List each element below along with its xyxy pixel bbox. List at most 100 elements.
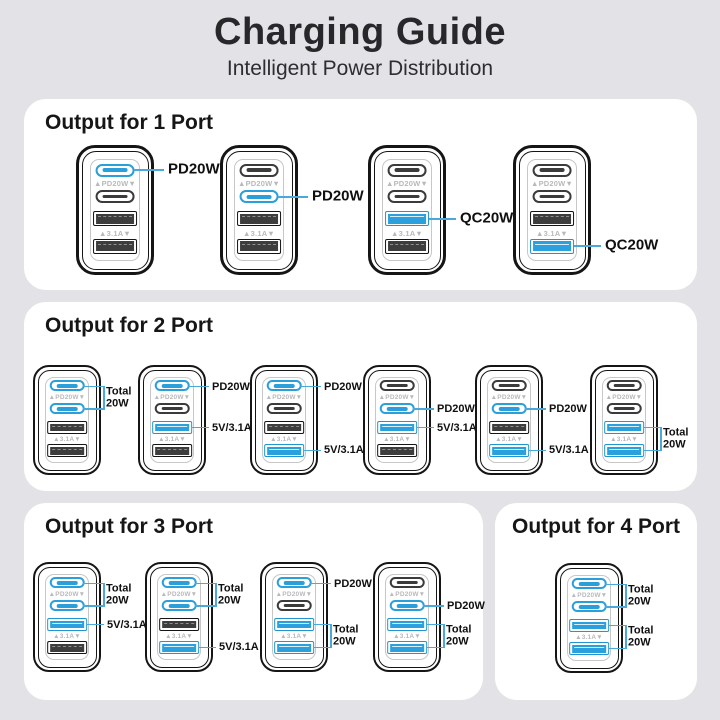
charger-row: ▲PD20W▼▲3.1A▼Total 20W▲PD20W▼▲3.1A▼PD20W… — [24, 302, 697, 491]
usb-a-port-2 — [274, 641, 314, 655]
charger-diagram: ▲PD20W▼▲3.1A▼Total 20W — [590, 365, 720, 475]
charger-inner-outline — [559, 567, 619, 669]
usb-a-port-1 — [387, 618, 427, 632]
callout-label: PD20W — [447, 599, 485, 612]
usb-c-port-1 — [276, 577, 312, 589]
callout-line — [198, 646, 216, 649]
usb-c-port-1 — [161, 577, 197, 589]
usb-c-rating-label: ▲PD20W▼ — [237, 179, 281, 188]
callout-line — [300, 385, 321, 388]
usb-a-rating-label: ▲3.1A▼ — [391, 229, 423, 239]
usb-a-connector — [276, 620, 312, 629]
callout-line — [413, 408, 434, 410]
charger-diagram: ▲PD20W▼▲3.1A▼PD20W — [76, 145, 220, 275]
usb-c-rating-label: ▲PD20W▼ — [530, 179, 574, 188]
callout-bracket-line — [103, 582, 105, 607]
callout-line — [605, 583, 627, 586]
usb-a-port-1 — [489, 421, 529, 435]
callout-line — [528, 449, 546, 452]
usb-c-pin-bar — [498, 384, 520, 388]
callout-line — [426, 646, 445, 649]
charger-inner-outline — [81, 150, 149, 270]
usb-c-pin-bar — [246, 194, 272, 199]
charger-inner-outline — [149, 566, 209, 668]
usb-a-rating-label: ▲3.1A▼ — [53, 436, 81, 444]
usb-c-rating-label: ▲PD20W▼ — [160, 591, 198, 599]
callout-label: PD20W — [334, 577, 372, 590]
usb-c-rating-label: ▲PD20W▼ — [153, 394, 191, 402]
callout-label: PD20W — [437, 402, 475, 415]
usb-a-rating-label: ▲3.1A▼ — [610, 436, 638, 444]
section-output-2-port: Output for 2 Port ▲PD20W▼▲3.1A▼Total 20W… — [24, 302, 697, 491]
callout-line — [423, 605, 444, 607]
usb-a-port-1 — [377, 421, 417, 435]
charger-body: ▲PD20W▼▲3.1A▼ — [373, 562, 441, 672]
usb-a-connector — [276, 643, 312, 652]
callout-bracket-line — [443, 623, 445, 649]
charger-body: ▲PD20W▼▲3.1A▼ — [363, 365, 431, 475]
usb-a-rating-label: ▲3.1A▼ — [270, 436, 298, 444]
callout-line — [83, 605, 105, 607]
callout-line — [310, 582, 331, 585]
callout-line — [83, 385, 105, 388]
usb-a-port-1 — [237, 211, 281, 227]
port-faceplate — [44, 376, 90, 464]
charger-row: ▲PD20W▼▲3.1A▼PD20W▲PD20W▼▲3.1A▼PD20W▲PD2… — [24, 99, 697, 290]
port-faceplate — [601, 376, 647, 464]
usb-c-pin-bar — [283, 603, 305, 608]
charger-inner-outline — [37, 369, 97, 471]
callout-line — [416, 426, 434, 429]
port-faceplate — [526, 159, 578, 261]
usb-c-port-2 — [49, 600, 85, 612]
usb-a-port-1 — [47, 421, 87, 435]
usb-a-rating-label: ▲3.1A▼ — [536, 229, 568, 239]
callout-label: PD20W — [549, 402, 587, 415]
usb-c-rating-label: ▲PD20W▼ — [605, 394, 643, 402]
usb-c-pin-bar — [102, 168, 128, 172]
usb-c-pin-bar — [168, 580, 190, 585]
usb-c-port-2 — [239, 190, 279, 204]
usb-c-port-1 — [389, 577, 425, 589]
usb-c-port-1 — [239, 163, 279, 177]
usb-c-rating-label: ▲PD20W▼ — [570, 592, 608, 600]
usb-c-pin-bar — [246, 168, 272, 172]
callout-label: Total 20W — [333, 623, 359, 648]
usb-a-rating-label: ▲3.1A▼ — [393, 633, 421, 641]
callout-label: Total 20W — [628, 583, 654, 608]
usb-c-rating-label: ▲PD20W▼ — [385, 179, 429, 188]
usb-a-port-1 — [569, 619, 609, 633]
port-faceplate — [89, 159, 141, 261]
callout-label: Total 20W — [446, 623, 472, 648]
usb-a-connector — [379, 423, 415, 432]
callout-label: PD20W — [324, 380, 362, 393]
callout-line — [195, 605, 217, 607]
usb-a-port-2 — [93, 238, 137, 254]
section-title: Output for 4 Port — [512, 515, 680, 538]
charger-inner-outline — [37, 566, 97, 668]
callout-bracket-line — [330, 623, 332, 649]
usb-c-pin-bar — [56, 580, 78, 585]
charger-body: ▲PD20W▼▲3.1A▼ — [220, 145, 298, 275]
header: Charging Guide Intelligent Power Distrib… — [0, 0, 720, 81]
usb-c-port-1 — [266, 380, 302, 392]
port-faceplate — [566, 574, 612, 662]
callout-line — [195, 582, 217, 585]
callout-label: 5V/3.1A — [107, 618, 147, 631]
port-faceplate — [44, 573, 90, 661]
charger-inner-outline — [479, 369, 539, 471]
usb-a-rating-label: ▲3.1A▼ — [53, 633, 81, 641]
usb-a-connector — [387, 213, 427, 224]
usb-a-rating-label: ▲3.1A▼ — [495, 436, 523, 444]
usb-a-rating-label: ▲3.1A▼ — [99, 229, 131, 239]
usb-c-port-2 — [491, 403, 527, 415]
callout-label: QC20W — [605, 236, 659, 254]
usb-c-port-2 — [95, 190, 135, 204]
charger-body: ▲PD20W▼ ▲3.1A▼ — [513, 145, 591, 275]
usb-a-port-1 — [274, 618, 314, 632]
port-faceplate — [156, 573, 202, 661]
usb-c-port-1 — [491, 380, 527, 392]
